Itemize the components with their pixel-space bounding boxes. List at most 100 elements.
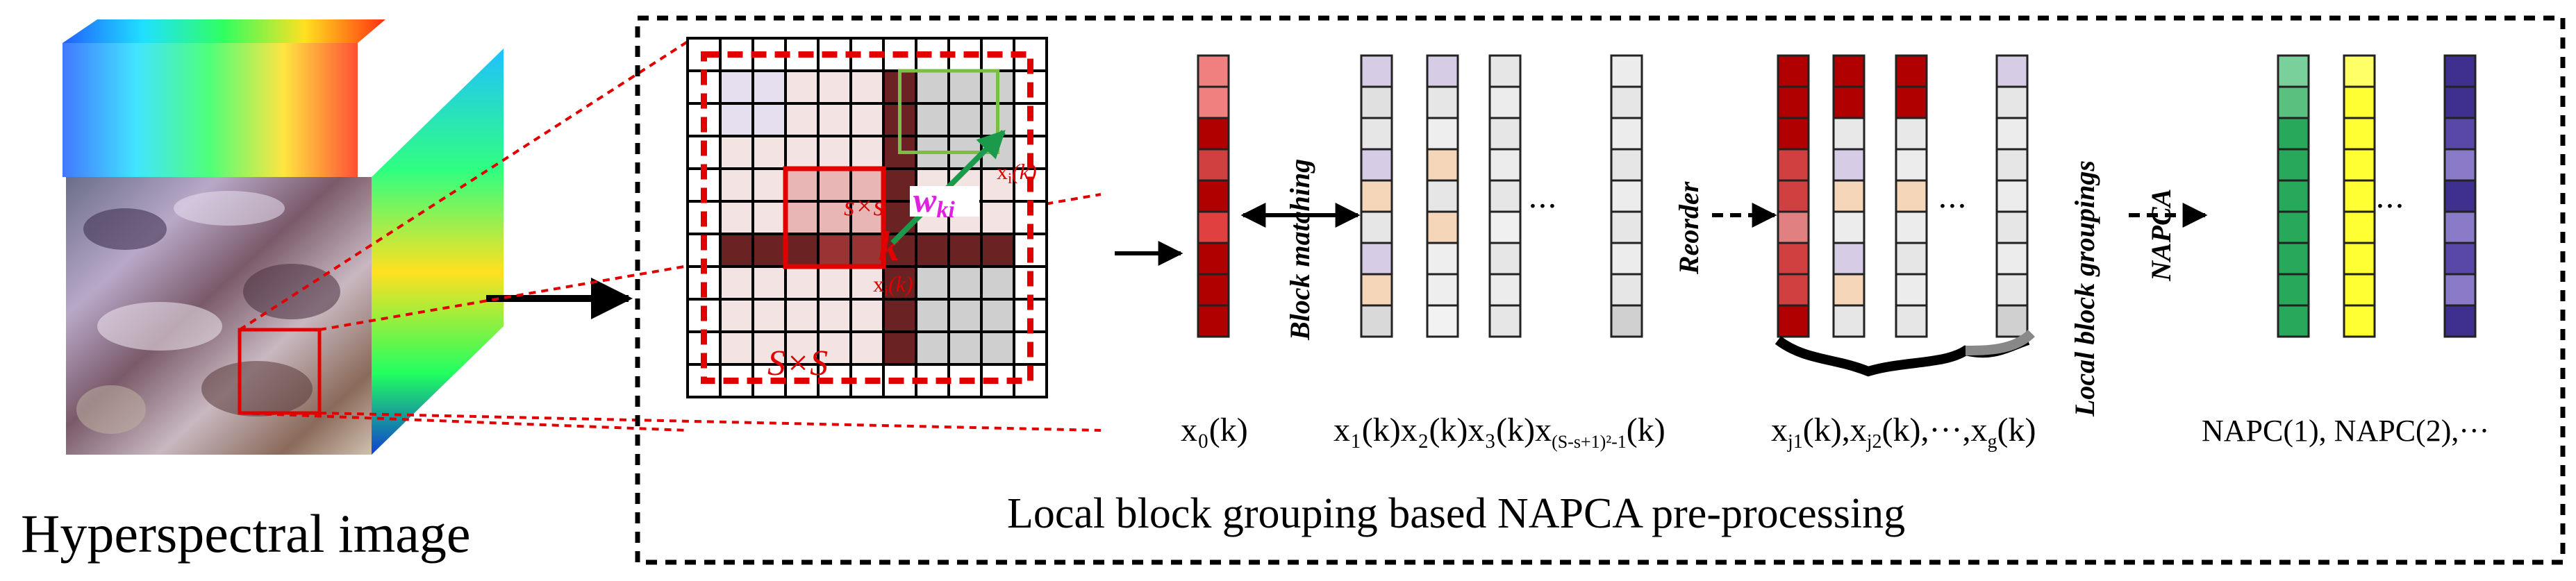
grid-cell <box>947 69 983 105</box>
vector-grouped-1-cell <box>1777 179 1810 213</box>
vector-dots-1: ··· <box>1528 189 1557 224</box>
vector-napc-3-cell <box>2443 148 2477 182</box>
vector-grouped-2 <box>1832 54 1865 338</box>
vector-napc-3-cell <box>2443 179 2477 213</box>
vector-napc-2-cell <box>2343 273 2376 307</box>
vector-napc-1-cell <box>2277 210 2310 244</box>
vector-grouped-2-cell <box>1832 85 1865 119</box>
grid-cell <box>849 69 885 105</box>
vector-x2-cell <box>1426 210 1459 244</box>
vector-xlast-cell <box>1610 179 1643 213</box>
neighbor-window <box>898 69 999 154</box>
vector-grouped-4-cell <box>1995 242 2029 276</box>
zoom-lines <box>238 40 1102 432</box>
vector-x2-cell <box>1426 273 1459 307</box>
vector-napc-2-cell <box>2343 304 2376 338</box>
hyperspectral-cube <box>63 19 504 455</box>
grid-cell <box>817 167 852 203</box>
cube-back-face <box>63 43 358 177</box>
vector-x1-cell <box>1360 273 1393 307</box>
grid-cell <box>980 233 1015 268</box>
cube-front-texture <box>76 191 340 434</box>
vector-grouped-3 <box>1895 54 1928 338</box>
vector-napc-3 <box>2443 54 2477 338</box>
grid-cell <box>817 298 852 333</box>
vector-xlast-cell <box>1610 304 1643 338</box>
vector-napc-2-cell <box>2343 117 2376 151</box>
vector-napc-2-cell <box>2343 210 2376 244</box>
grid-cell <box>784 69 820 105</box>
vector-x0-cell <box>1197 273 1230 307</box>
vector-napc-1-cell <box>2277 54 2310 88</box>
vector-grouped-4-cell <box>1995 304 2029 338</box>
vector-napc-2-cell <box>2343 179 2376 213</box>
vector-grouped-4 <box>1995 54 2029 338</box>
grid-cell <box>882 330 917 366</box>
small-window-label: s×s <box>844 190 884 221</box>
vector-grouped-4-cell <box>1995 210 2029 244</box>
grid-cell <box>980 200 1015 235</box>
vector-napc-1-cell <box>2277 148 2310 182</box>
vector-grouped-4-cell <box>1995 85 2029 119</box>
x-sequence-label: x₁(k)x₂(k)x₃(k)x(S-s+1)²-1(k) <box>1333 412 1665 452</box>
grid-cell <box>915 102 950 137</box>
pixel-grid <box>686 37 1048 398</box>
grid-cell <box>784 233 820 268</box>
x0-label: x₀(k) <box>1181 412 1248 448</box>
vector-napc-3-cell <box>2443 117 2477 151</box>
grid-cell <box>980 167 1015 203</box>
vector-napc-3-cell <box>2443 304 2477 338</box>
vector-x3-cell <box>1488 179 1522 213</box>
grid-cell <box>849 102 885 137</box>
grid-cell <box>980 265 1015 301</box>
grid-cell <box>817 102 852 137</box>
process-caption: Local block grouping based NAPCA pre-pro… <box>1007 490 1905 537</box>
grid-cell <box>980 298 1015 333</box>
vector-napc-3-cell <box>2443 210 2477 244</box>
vector-grouped-4-cell <box>1995 117 2029 151</box>
grid-cell <box>817 330 852 366</box>
vector-grouped-1-cell <box>1777 210 1810 244</box>
grid-cell <box>751 233 787 268</box>
grid-cell <box>784 167 820 203</box>
vector-xlast-cell <box>1610 54 1643 88</box>
vector-grouped-1 <box>1777 54 1810 338</box>
grid-cell <box>719 233 754 268</box>
vector-x3-cell <box>1488 210 1522 244</box>
vector-x1 <box>1360 54 1393 338</box>
hyperspectral-image-label: Hyperspectral image <box>21 503 471 564</box>
vector-x0-cell <box>1197 85 1230 119</box>
vector-napc-2-cell <box>2343 54 2376 88</box>
vector-napc-3-cell <box>2443 54 2477 88</box>
vector-xlast <box>1610 54 1643 338</box>
vector-napc-1 <box>2277 54 2310 338</box>
grid-cell <box>784 265 820 301</box>
vector-napc-3-cell <box>2443 85 2477 119</box>
grid-cell <box>947 298 983 333</box>
vector-grouped-4-cell <box>1995 54 2029 88</box>
grid-cell <box>849 135 885 170</box>
small-center-window <box>783 166 886 269</box>
vector-xlast-cell <box>1610 117 1643 151</box>
grid-cell <box>751 135 787 170</box>
vector-grouped-3-cell <box>1895 54 1928 88</box>
vector-x1-cell <box>1360 148 1393 182</box>
grid-cell <box>915 233 950 268</box>
vector-x1-cell <box>1360 210 1393 244</box>
vector-x2-cell <box>1426 242 1459 276</box>
grid-cell <box>947 102 983 137</box>
vector-napc-1-cell <box>2277 179 2310 213</box>
grid-cell <box>719 167 754 203</box>
vector-grouped-3-cell <box>1895 117 1928 151</box>
vector-grouped-1-cell <box>1777 54 1810 88</box>
vector-grouped-3-cell <box>1895 148 1928 182</box>
grid-cell <box>849 330 885 366</box>
grid-cell <box>915 330 950 366</box>
grid-cell <box>751 167 787 203</box>
vector-napc-1-cell <box>2277 304 2310 338</box>
grid-cell <box>947 330 983 366</box>
vector-x3 <box>1488 54 1522 338</box>
grid-cell <box>817 135 852 170</box>
vector-grouped-1-cell <box>1777 273 1810 307</box>
